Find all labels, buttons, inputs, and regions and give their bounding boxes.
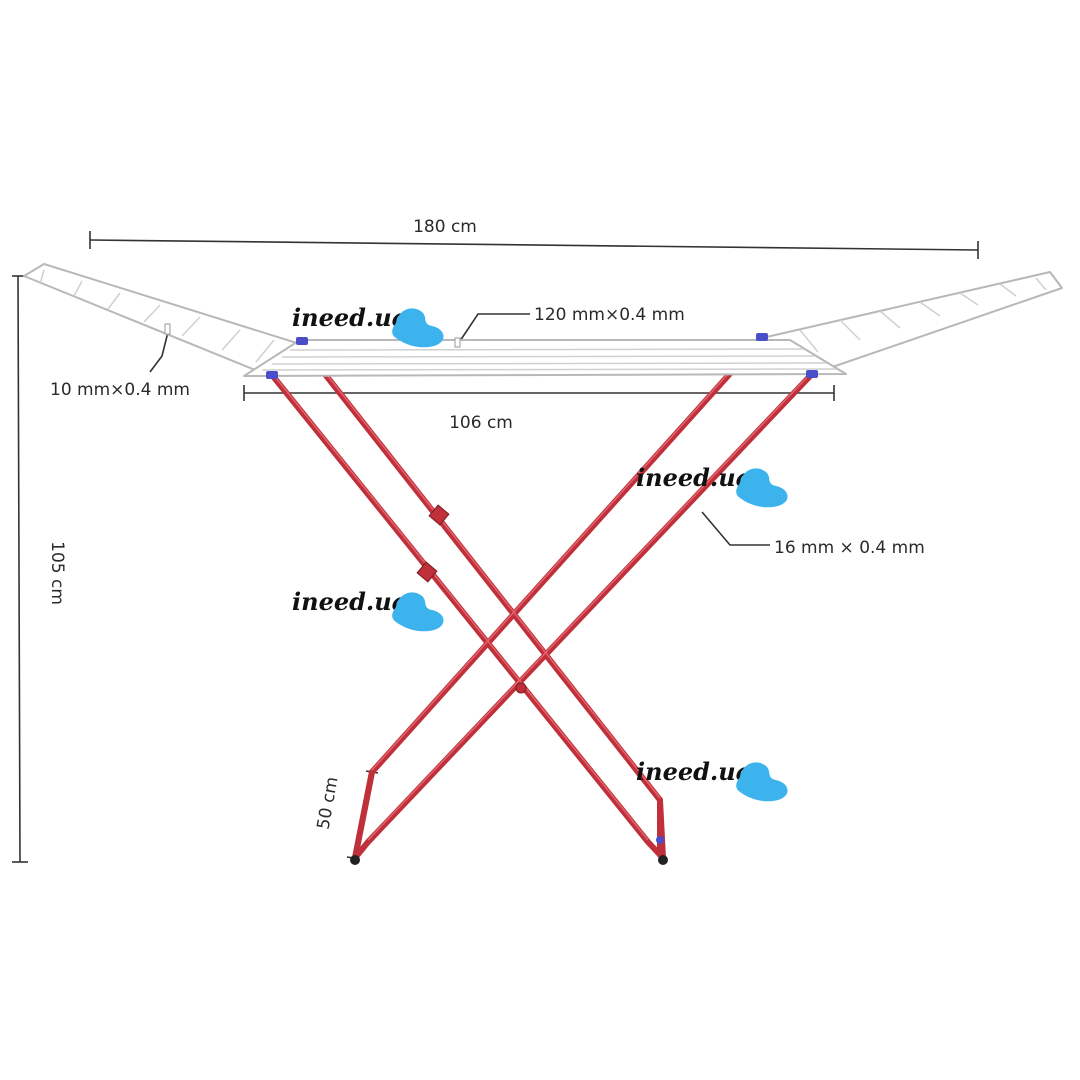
height-dimension-line: [17, 275, 21, 863]
wing-spec-leader: [149, 331, 169, 373]
watermark-4: ineed.ua: [636, 757, 788, 802]
watermark-text: ineed.ua: [636, 757, 751, 786]
watermark-text: ineed.ua: [292, 587, 407, 616]
wing-ring: [164, 323, 171, 335]
watermark-3: ineed.ua: [292, 587, 444, 632]
rod-spec-label: 120 mm×0.4 mm: [534, 305, 685, 325]
right-foot-bar: [657, 797, 666, 861]
blue-blob-icon: [736, 762, 788, 802]
hanging-rods: [39, 269, 1047, 371]
left-foot-bar: [352, 769, 375, 861]
foot-caps: [350, 836, 668, 865]
leg-spec-leader: [701, 511, 770, 546]
watermark-text: ineed.ua: [292, 303, 407, 332]
blue-blob-icon: [392, 308, 444, 348]
rod-hook: [454, 337, 461, 348]
blue-blob-icon: [736, 468, 788, 508]
leg-spec-label: 16 mm × 0.4 mm: [774, 538, 925, 558]
hinges: [416, 504, 527, 694]
rod-spec-leader: [457, 313, 530, 345]
watermark-1: ineed.ua: [292, 303, 444, 348]
watermark-2: ineed.ua: [636, 463, 788, 508]
width-dimension-line: [89, 239, 979, 251]
blue-blob-icon: [392, 592, 444, 632]
watermark-text: ineed.ua: [636, 463, 751, 492]
leg-foot-label: 50 cm: [314, 775, 343, 831]
height-label: 105 cm: [47, 541, 67, 605]
center-width-label: 106 cm: [449, 413, 513, 433]
front-leg-right-to-left: [352, 371, 815, 861]
wing-spec-label: 10 mm×0.4 mm: [50, 380, 190, 400]
front-leg-left-to-right: [269, 372, 666, 861]
overall-width-label: 180 cm: [413, 217, 477, 237]
joint-caps: [266, 333, 818, 379]
